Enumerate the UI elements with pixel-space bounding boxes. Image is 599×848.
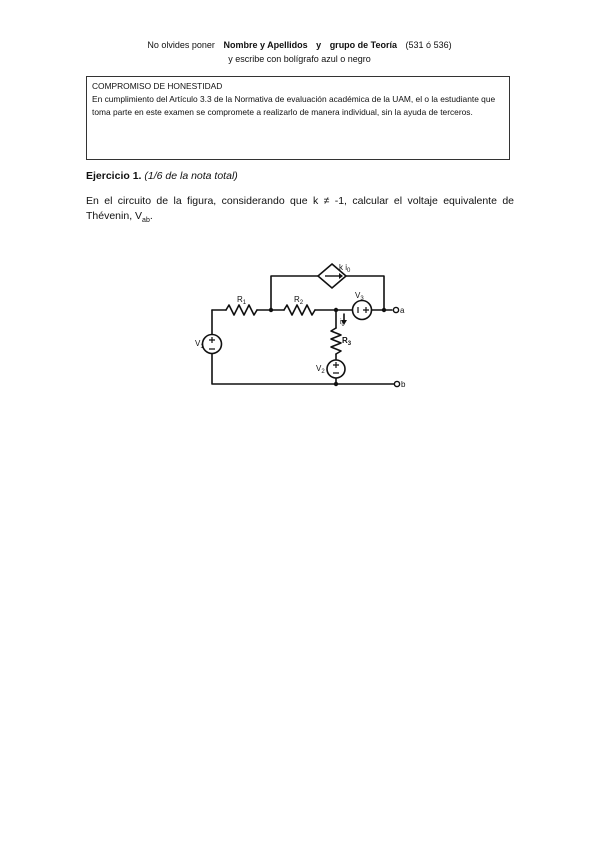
honesty-body: En cumplimiento del Artículo 3.3 de la N… [92,94,496,117]
exercise-title: Ejercicio 1. [86,170,142,182]
v2-polarity-icon [333,362,339,374]
exam-header: No olvides poner Nombre y Apellidos y gr… [0,38,599,66]
current-arrow-head [341,320,347,325]
label-terminal-a: a [400,306,405,315]
terminal-a [392,306,400,314]
node-right [381,307,387,313]
label-dependent-source: k i0 [339,263,351,274]
problem-end: . [149,210,153,222]
wire-top-right [345,275,385,311]
header-line-2: y escribe con bolígrafo azul o negro [228,54,371,64]
terminal-b [393,380,401,388]
problem-text: En el circuito de la figura, considerand… [86,195,514,222]
wire-top-left [270,275,319,311]
honesty-title: COMPROMISO DE HONESTIDAD [92,81,223,91]
label-r2: R2 [294,295,304,306]
honesty-box: COMPROMISO DE HONESTIDAD En cumplimiento… [86,76,510,160]
problem-statement: En el circuito de la figura, considerand… [86,194,514,228]
label-r3: R3 [342,336,352,347]
node-bottom [333,381,339,387]
node-middle [333,307,339,313]
label-v3: V3 [355,291,364,302]
problem-subscript: ab [142,217,150,225]
voltage-source-v2 [326,359,346,379]
exercise-heading: Ejercicio 1. (1/6 de la nota total) [86,170,238,182]
v1-polarity-icon [209,337,215,350]
node-left [268,307,274,313]
resistor-r1 [225,304,258,316]
label-v1: V1 [195,339,204,350]
label-v2: V2 [316,364,325,375]
resistor-r3 [330,327,342,355]
dependent-source-arrowhead [339,273,343,279]
label-terminal-b: b [401,380,406,389]
label-r1: R1 [237,295,247,306]
exercise-weight: (1/6 de la nota total) [144,170,238,182]
voltage-source-v3 [351,299,373,321]
header-name-field: Nombre y Apellidos [223,40,308,50]
voltage-source-v1 [201,333,223,355]
header-group-numbers: (531 ó 536) [405,40,452,50]
wire-bottom [211,353,395,385]
header-group-field: grupo de Teoría [329,40,398,50]
header-line-1: No olvides poner Nombre y Apellidos y gr… [0,38,599,52]
label-current-i0: i0 [340,319,345,328]
v3-polarity-icon [357,307,369,313]
resistor-r2 [283,304,316,316]
header-and: y [316,40,322,50]
header-text-1: No olvides poner [147,40,215,50]
